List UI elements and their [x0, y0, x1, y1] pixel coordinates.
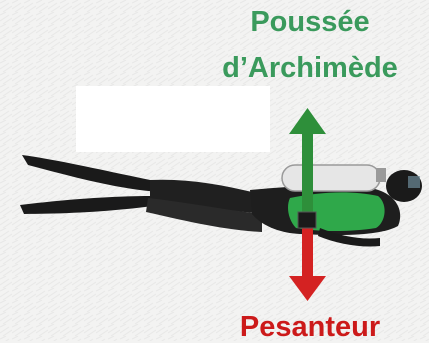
center-point — [298, 212, 316, 228]
fin-front — [20, 196, 158, 214]
buoyancy-label-line1: Poussée — [210, 8, 410, 37]
fin-back — [22, 155, 167, 192]
air-tank — [282, 165, 380, 191]
weight-label: Pesanteur — [210, 313, 410, 342]
buoyancy-label-line2: d’Archimède — [200, 54, 420, 83]
